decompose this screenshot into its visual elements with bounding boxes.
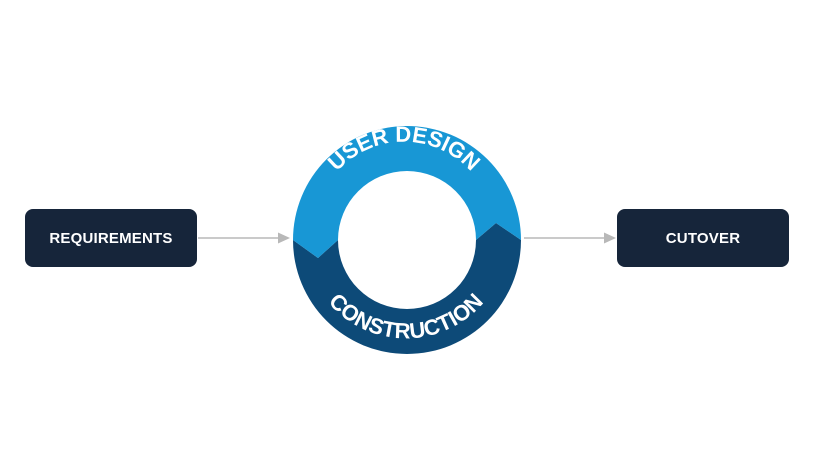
user-design-arc	[293, 126, 521, 258]
requirements-box: REQUIREMENTS	[25, 209, 197, 267]
cutover-label: CUTOVER	[665, 229, 741, 247]
arrow-cycle-to-cutover	[524, 232, 616, 244]
arrow-requirements-to-cycle	[198, 232, 290, 244]
requirements-label: REQUIREMENTS	[49, 229, 173, 247]
cutover-box: CUTOVER	[617, 209, 789, 267]
construction-arc	[293, 223, 521, 354]
